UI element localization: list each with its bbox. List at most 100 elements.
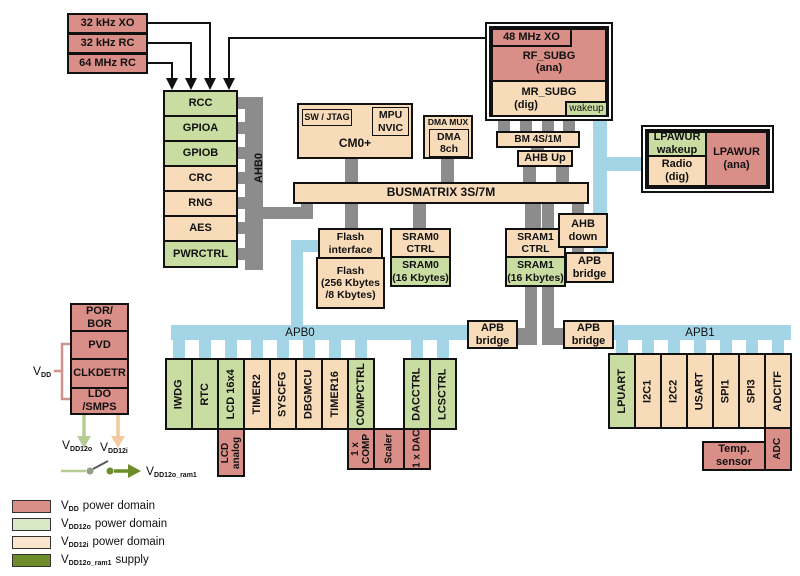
block-sram1-mem: SRAM1(16 Kbytes) <box>505 256 566 287</box>
rf-connector-1 <box>498 119 510 133</box>
block-aes: AES <box>163 215 238 242</box>
ahb0-bus-label: AHB0 <box>252 153 265 183</box>
apb0-bridge-bus-foot <box>516 328 527 345</box>
block-clkdetr: CLKDETR <box>70 358 129 389</box>
apb0-stub-2 <box>199 340 211 358</box>
vdd12o-label: VDD12o <box>62 438 93 453</box>
connector-pwrctrl <box>237 248 245 260</box>
apb1-stub-4 <box>694 340 706 354</box>
apb0-stub-5 <box>277 340 289 358</box>
connector-gpioa <box>237 122 245 134</box>
apb1-stub-2 <box>642 340 654 354</box>
block-por-bor: POR/BOR <box>70 303 129 332</box>
vdd12i-label: VDD12i <box>100 440 128 455</box>
block-adcitf: ADCITF <box>764 353 792 429</box>
block-lpuart: LPUART <box>608 353 636 429</box>
block-gpioa: GPIOA <box>163 115 238 142</box>
bm-to-ahbup <box>531 146 544 152</box>
apb1-bus-label: APB1 <box>685 327 715 339</box>
block-lcsctrl: LCSCTRL <box>429 358 457 430</box>
apb1-stub-7 <box>772 340 784 354</box>
apb1-stub-3 <box>668 340 680 354</box>
apb0-stub-8 <box>355 340 367 358</box>
sram0-connector <box>413 202 426 229</box>
apb1-stub-1 <box>616 340 628 354</box>
ahb0-to-busmatrix-v <box>301 201 313 219</box>
cm0-label: CM0+ <box>338 136 372 150</box>
apb0-stub-6 <box>303 340 315 358</box>
rf-connector-2 <box>520 119 532 133</box>
block-syscfg: SYSCFG <box>269 358 297 430</box>
lpawur-branch <box>607 157 641 171</box>
block-timer2: TIMER2 <box>243 358 271 430</box>
ahbup-connector-1 <box>523 165 536 183</box>
apb0-stub-1 <box>173 340 185 358</box>
flash-apb0-link-v <box>291 240 303 327</box>
apb0-bus <box>171 325 468 340</box>
connector-gpiob <box>237 147 245 159</box>
block-dbgmcu: DBGMCU <box>295 358 323 430</box>
block-ahb-up: AHB Up <box>517 150 573 167</box>
legend-swatch-ram1 <box>12 554 51 567</box>
connector-aes <box>237 222 245 234</box>
apb0-stub-3 <box>225 340 237 358</box>
ahb0-to-busmatrix-h <box>263 207 303 219</box>
dma-connector <box>441 158 454 184</box>
block-timer16: TIMER16 <box>321 358 349 430</box>
apb0-bus-label: APB0 <box>285 327 315 339</box>
block-usart: USART <box>686 353 714 429</box>
dma-mux-label: DMA MUX <box>427 117 469 127</box>
cpu-connector <box>345 158 358 184</box>
block-spi1: SPI1 <box>712 353 740 429</box>
connector-rng <box>237 197 245 209</box>
ahb0-bus <box>245 97 263 270</box>
block-rng: RNG <box>163 190 238 217</box>
vdd-label: VDD <box>33 364 52 379</box>
apb1-stub-5 <box>720 340 732 354</box>
ahbdown-to-bridge <box>572 246 584 254</box>
apb0-stub-9 <box>411 340 423 358</box>
apb0-stub-10 <box>437 340 449 358</box>
ahbup-connector-2 <box>556 165 569 183</box>
block-i2c2: I2C2 <box>660 353 688 429</box>
block-i2c1: I2C1 <box>634 353 662 429</box>
block-wakeup: wakeup <box>565 101 608 117</box>
block-rtc: RTC <box>191 358 219 430</box>
block-sw-jtag: SW / JTAG <box>302 109 352 126</box>
block-pwrctrl: PWRCTRL <box>163 240 238 268</box>
block-iwdg: IWDG <box>165 358 193 430</box>
apb0-stub-4 <box>251 340 263 358</box>
block-compctrl: COMPCTRL <box>347 358 375 430</box>
block-pvd: PVD <box>70 330 129 360</box>
vdd12o-ram1-label: VDD12o_ram1 <box>146 464 197 479</box>
flash-connector <box>345 202 358 229</box>
apb1-bridge-bus-foot <box>552 328 565 345</box>
legend-swatch-vdd12i <box>12 536 51 549</box>
block-gpiob: GPIOB <box>163 140 238 167</box>
apb0-stub-7 <box>329 340 341 358</box>
apb1-stub-6 <box>746 340 758 354</box>
block-lcd-16x4: LCD 16x4 <box>217 358 245 430</box>
legend-swatch-vdd12o <box>12 518 51 531</box>
